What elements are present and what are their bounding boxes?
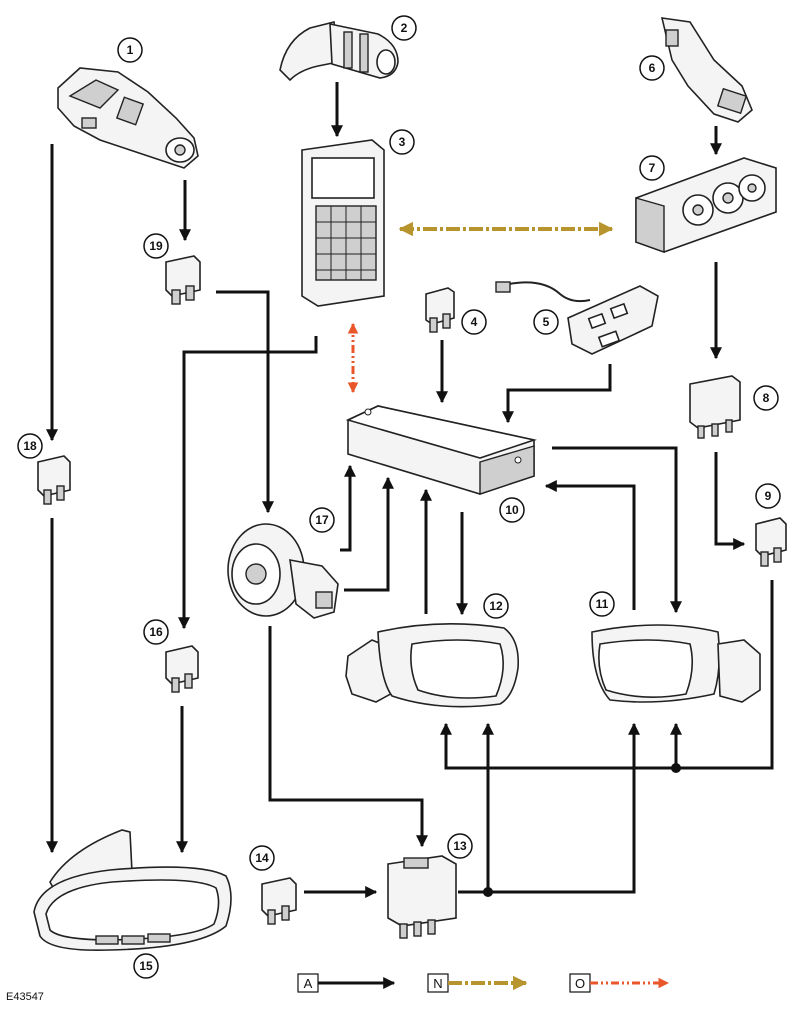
svg-text:17: 17 [315, 513, 329, 527]
component-19-fuse [165, 255, 201, 305]
component-9-fuse [755, 517, 787, 567]
callout-2: 2 [391, 15, 417, 41]
callout-9: 9 [755, 483, 781, 509]
component-11-door-mirror [591, 624, 761, 703]
callout-7: 7 [639, 155, 665, 181]
svg-text:A: A [304, 976, 313, 991]
component-4-fuse [425, 287, 455, 333]
component-6-connector [660, 17, 753, 123]
component-15-rear-view-mirror [33, 829, 232, 952]
svg-text:14: 14 [255, 851, 269, 865]
svg-text:8: 8 [763, 391, 770, 405]
svg-text:10: 10 [505, 503, 519, 517]
legend-entry-n: N [427, 973, 528, 993]
component-16-fuse [165, 645, 199, 693]
callout-18: 18 [17, 433, 43, 459]
svg-text:13: 13 [453, 839, 467, 853]
connection-lines [46, 82, 774, 898]
svg-text:5: 5 [543, 315, 550, 329]
component-10-control-module [345, 405, 538, 495]
component-7-climate-control [635, 157, 777, 253]
component-2-switch-stalk [279, 20, 399, 82]
svg-text:7: 7 [649, 161, 656, 175]
callout-1: 1 [117, 37, 143, 63]
svg-text:12: 12 [489, 599, 503, 613]
svg-text:16: 16 [149, 625, 163, 639]
component-3-junction-box [301, 139, 385, 307]
callout-3: 3 [389, 129, 415, 155]
callout-5: 5 [533, 309, 559, 335]
svg-text:1: 1 [127, 43, 134, 57]
legend-entry-o: O [569, 973, 670, 993]
svg-text:19: 19 [149, 239, 163, 253]
callout-17: 17 [309, 507, 335, 533]
callout-10: 10 [499, 497, 525, 523]
callout-8: 8 [753, 385, 779, 411]
svg-text:15: 15 [139, 959, 153, 973]
callout-12: 12 [483, 593, 509, 619]
svg-text:4: 4 [471, 315, 478, 329]
legend-entry-a: A [297, 973, 396, 993]
svg-text:9: 9 [765, 489, 772, 503]
callout-11: 11 [589, 591, 615, 617]
callout-16: 16 [143, 619, 169, 645]
callout-13: 13 [447, 833, 473, 859]
figure-reference: E43547 [6, 991, 44, 1003]
svg-text:18: 18 [23, 439, 37, 453]
svg-text:2: 2 [401, 21, 408, 35]
svg-text:11: 11 [596, 597, 609, 611]
component-13-relay-module [387, 855, 457, 939]
svg-text:O: O [575, 976, 585, 991]
component-8-relay [689, 375, 741, 439]
callout-6: 6 [639, 55, 665, 81]
callout-4: 4 [461, 309, 487, 335]
callout-19: 19 [143, 233, 169, 259]
component-18-fuse [37, 455, 71, 505]
callout-15: 15 [133, 953, 159, 979]
legend: A N O [297, 973, 670, 993]
component-17-switch [227, 523, 339, 619]
component-14-fuse [261, 877, 297, 925]
svg-text:6: 6 [649, 61, 656, 75]
component-12-door-mirror [345, 623, 520, 708]
component-1-ignition-switch [57, 67, 199, 169]
svg-text:3: 3 [399, 135, 406, 149]
svg-text:N: N [433, 976, 442, 991]
component-5-switch-pack [495, 281, 659, 355]
callout-14: 14 [249, 845, 275, 871]
